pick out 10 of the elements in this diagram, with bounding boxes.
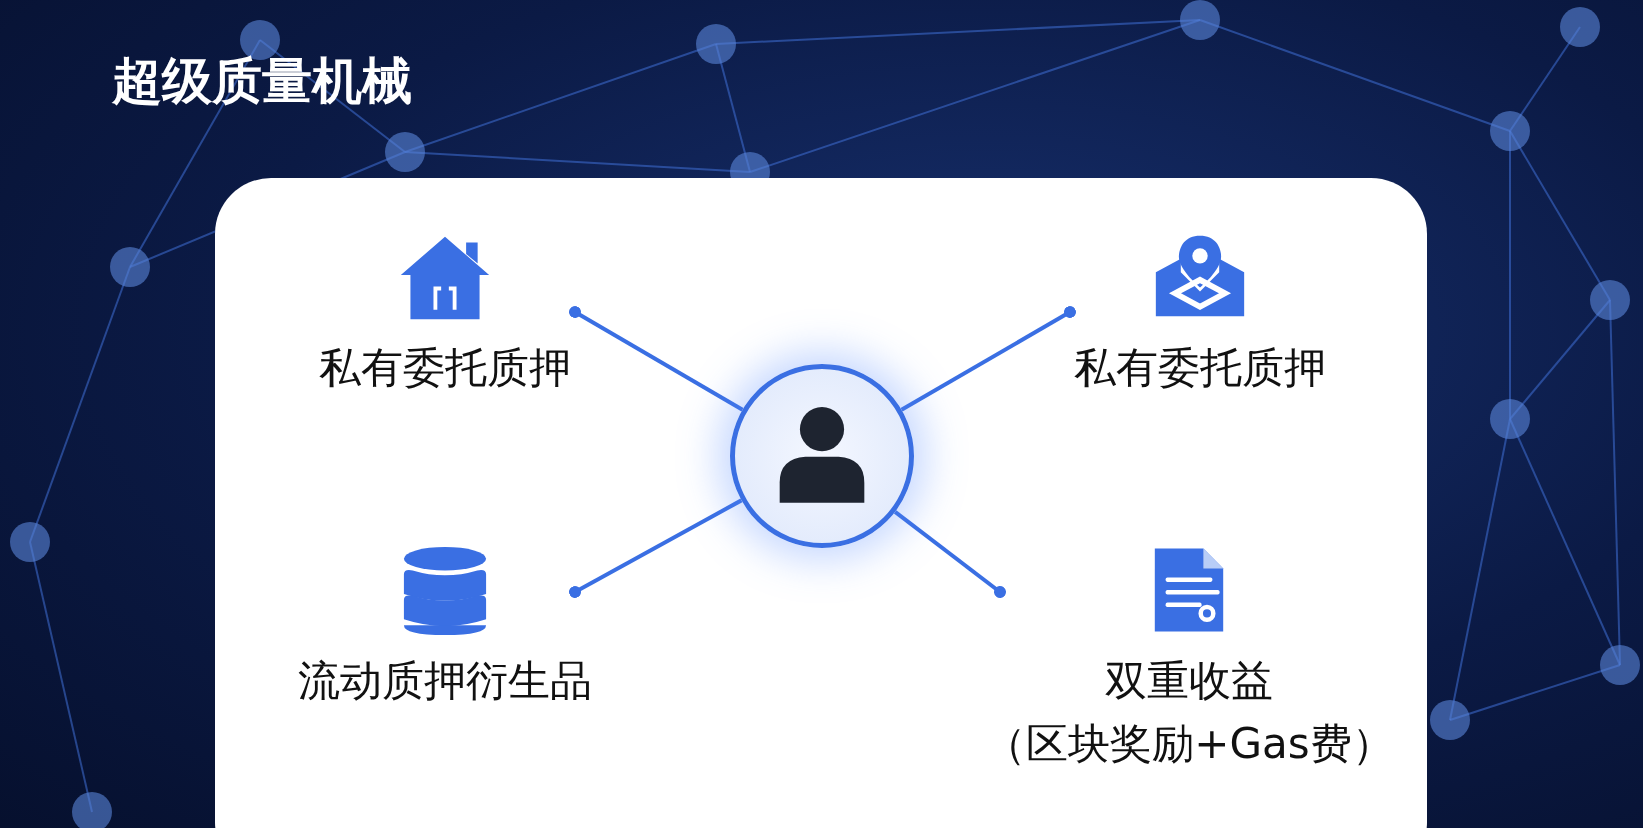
node-label: （区块奖励+Gas费） [984, 718, 1394, 770]
node-label: 流动质押衍生品 [298, 655, 592, 707]
node-label: 私有委托质押 [319, 342, 571, 394]
connector-line [893, 510, 1006, 598]
connector-line [900, 306, 1076, 412]
node-label: 私有委托质押 [1074, 342, 1326, 394]
connector-line [569, 498, 743, 598]
node-label: 双重收益 [1105, 655, 1273, 707]
connector-line [569, 306, 744, 412]
title: 超级质量机械 [112, 51, 412, 112]
